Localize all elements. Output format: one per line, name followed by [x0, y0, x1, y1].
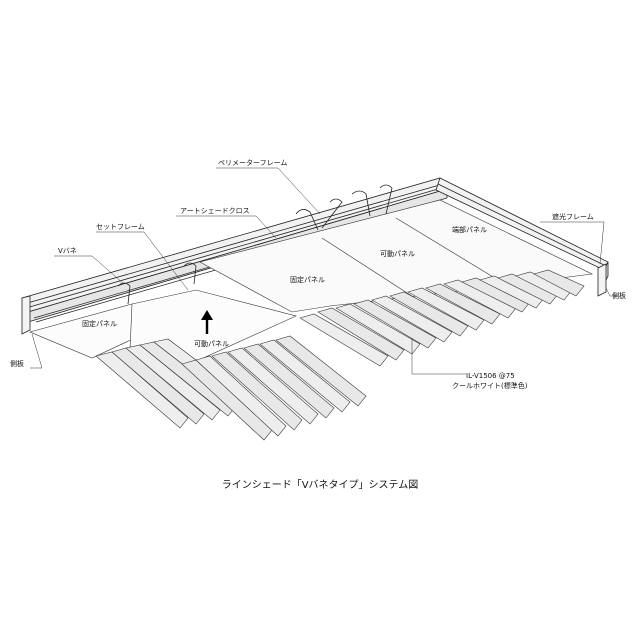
v-spring-hangers: [117, 184, 393, 305]
label-v-spring: Vバネ: [58, 247, 77, 255]
label-fixed-panel-center: 固定パネル: [290, 275, 325, 284]
side-plate-left: [21, 295, 31, 335]
label-side-plate-right: 側板: [612, 291, 626, 300]
label-product-code: IL-V1506 @75: [466, 372, 515, 380]
label-end-panel: 端部パネル: [452, 225, 487, 234]
label-set-frame: セットフレーム: [96, 223, 145, 231]
diagram-caption: ラインシェード「Vバネタイプ」システム図: [222, 479, 419, 491]
label-side-plate-left: 側板: [10, 359, 24, 368]
label-color-name: クールホワイト(標準色): [452, 381, 528, 390]
louver-slats-left: [95, 335, 367, 441]
label-fixed-panel-left: 固定パネル: [82, 319, 117, 328]
label-movable-panel-arrow: 可動パネル: [194, 339, 229, 348]
louver-slats-right: [299, 269, 585, 367]
label-perimeter-frame: ペリメーターフレーム: [218, 158, 287, 167]
label-shading-frame: 遮光フレーム: [552, 212, 594, 221]
side-plate-right: [597, 263, 607, 297]
label-movable-panel-center: 可動パネル: [380, 249, 415, 258]
movable-up-arrow: [201, 310, 213, 334]
leader-lines: [30, 167, 618, 375]
label-art-shade-cloth: アートシェードクロス: [180, 207, 250, 215]
